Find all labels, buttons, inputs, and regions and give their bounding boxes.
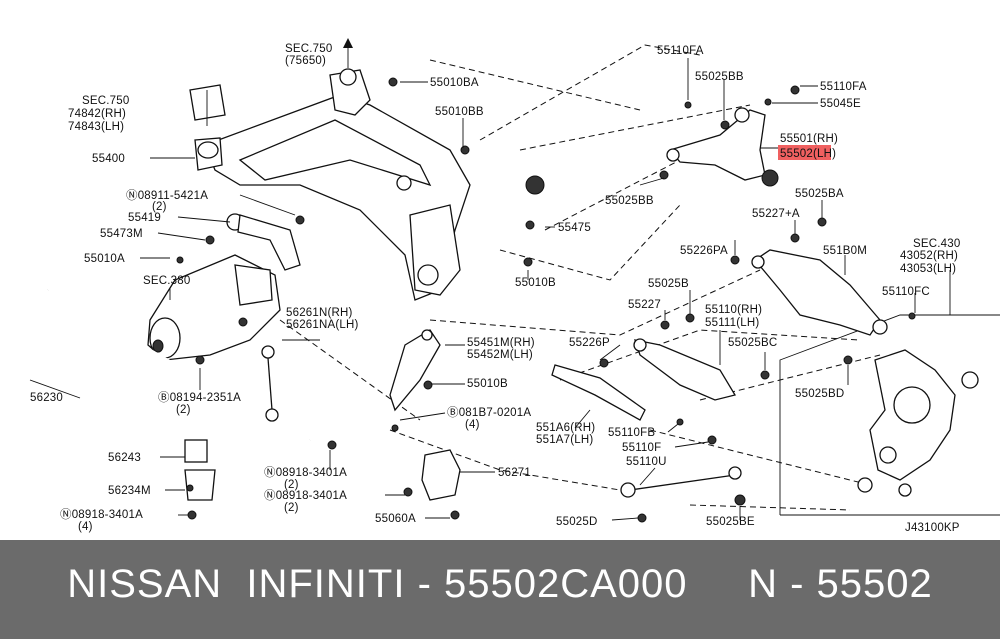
diagram-ref-code: J43100KP — [905, 522, 960, 534]
label-sec380: SEC.380 — [143, 275, 190, 287]
label-08911: Ⓝ08911-5421A — [126, 189, 208, 202]
label-08918c-qty: (4) — [78, 521, 93, 533]
label-55010B-mid: 55010B — [467, 378, 508, 390]
label-55110FB: 55110FB — [608, 427, 655, 439]
label-55025BE: 55025BE — [706, 516, 755, 528]
label-55226P: 55226P — [569, 337, 610, 349]
label-55419: 55419 — [128, 212, 161, 224]
label-55452M: 55452M(LH) — [467, 349, 533, 361]
parts-diagram: SEC.750 (75650) 55010BA SEC.750 74842(RH… — [16, 38, 1000, 534]
label-56271: 56271 — [498, 467, 531, 479]
label-56261NA: 56261NA(LH) — [286, 319, 359, 331]
label-08911-qty: (2) — [152, 201, 167, 213]
rear-crossmember — [194, 68, 471, 301]
label-551A6: 551A6(RH) — [536, 422, 595, 434]
label-74843: 74843(LH) — [68, 121, 124, 133]
label-08918b-qty: (2) — [284, 502, 299, 514]
label-55110F: 55110F — [622, 442, 661, 454]
part-number-caption: NISSAN INFINITI - 55502CA000 N - 55502 — [67, 562, 933, 606]
label-sec750-left: SEC.750 — [82, 95, 129, 107]
differential-unit — [147, 254, 281, 361]
rod-55110U — [620, 466, 742, 498]
label-55473M: 55473M — [100, 228, 143, 240]
label-56243: 56243 — [108, 452, 141, 464]
label-55400: 55400 — [92, 153, 125, 165]
label-55025BD: 55025BD — [795, 388, 844, 400]
stabilizer-bar — [16, 288, 311, 501]
label-55110U: 55110U — [626, 456, 667, 468]
label-55227A: 55227+A — [752, 208, 800, 220]
rear-knuckle — [857, 349, 979, 497]
leader-lines — [29, 58, 951, 521]
label-08194-qty: (2) — [176, 404, 191, 416]
label-081B7: Ⓑ081B7-0201A — [447, 406, 531, 419]
label-sec430: SEC.430 — [913, 238, 960, 250]
label-08194: Ⓑ08194-2351A — [158, 391, 241, 404]
label-55060A: 55060A — [375, 513, 416, 525]
label-08918a: Ⓝ08918-3401A — [264, 466, 347, 479]
label-55025B: 55025B — [648, 278, 689, 290]
label-55010BB: 55010BB — [435, 106, 484, 118]
lower-link-55451M — [389, 329, 441, 412]
label-43052: 43052(RH) — [900, 250, 958, 262]
label-55025D: 55025D — [556, 516, 597, 528]
part-labels: SEC.750 (75650) 55010BA SEC.750 74842(RH… — [30, 43, 960, 534]
label-55451M: 55451M(RH) — [467, 337, 535, 349]
stabilizer-link — [261, 345, 279, 422]
label-55501: 55501(RH) — [780, 133, 838, 145]
label-55110: 55110(RH) — [705, 304, 762, 316]
sec750-arrow — [343, 38, 353, 68]
label-55110FA-a: 55110FA — [657, 45, 704, 57]
label-551B0M: 551B0M — [823, 245, 867, 257]
label-56234M: 56234M — [108, 485, 151, 497]
upper-arm-55502 — [666, 107, 779, 187]
label-56230: 56230 — [30, 392, 63, 404]
label-55010B-top: 55010B — [515, 277, 556, 289]
label-55025BB-a: 55025BB — [695, 71, 744, 83]
label-55025BB-b: 55025BB — [605, 195, 654, 207]
label-sec750-top: SEC.750 — [285, 43, 332, 55]
label-08918b: Ⓝ08918-3401A — [264, 489, 347, 502]
label-55110FA-b: 55110FA — [820, 81, 867, 93]
label-55110FC: 55110FC — [882, 286, 930, 298]
lower-arm-551B0M — [751, 249, 888, 336]
label-08918c: Ⓝ08918-3401A — [60, 508, 143, 521]
toe-link-551A6 — [551, 364, 646, 421]
label-55010A: 55010A — [84, 253, 125, 265]
label-081B7-qty: (4) — [465, 419, 480, 431]
label-56261N: 56261N(RH) — [286, 307, 353, 319]
mount-55400 — [189, 84, 301, 271]
label-55111: 55111(LH) — [705, 317, 759, 329]
link-55110 — [633, 338, 737, 401]
label-43053: 43053(LH) — [900, 263, 956, 275]
label-55010BA: 55010BA — [430, 77, 479, 89]
label-sec750-top-sub: (75650) — [285, 55, 326, 67]
label-08918a-qty: (2) — [284, 479, 299, 491]
label-55502: 55502(LH) — [780, 148, 836, 160]
label-55227: 55227 — [628, 299, 661, 311]
label-55226PA: 55226PA — [680, 245, 728, 257]
highlight-55502 — [778, 145, 831, 160]
bracket-56271 — [421, 449, 461, 501]
label-55025BC: 55025BC — [728, 337, 777, 349]
label-55025BA: 55025BA — [795, 188, 844, 200]
caption-bar — [0, 540, 1000, 639]
label-74842: 74842(RH) — [68, 108, 126, 120]
label-551A7: 551A7(LH) — [536, 434, 593, 446]
label-55045E: 55045E — [820, 98, 861, 110]
label-55475: 55475 — [558, 222, 591, 234]
